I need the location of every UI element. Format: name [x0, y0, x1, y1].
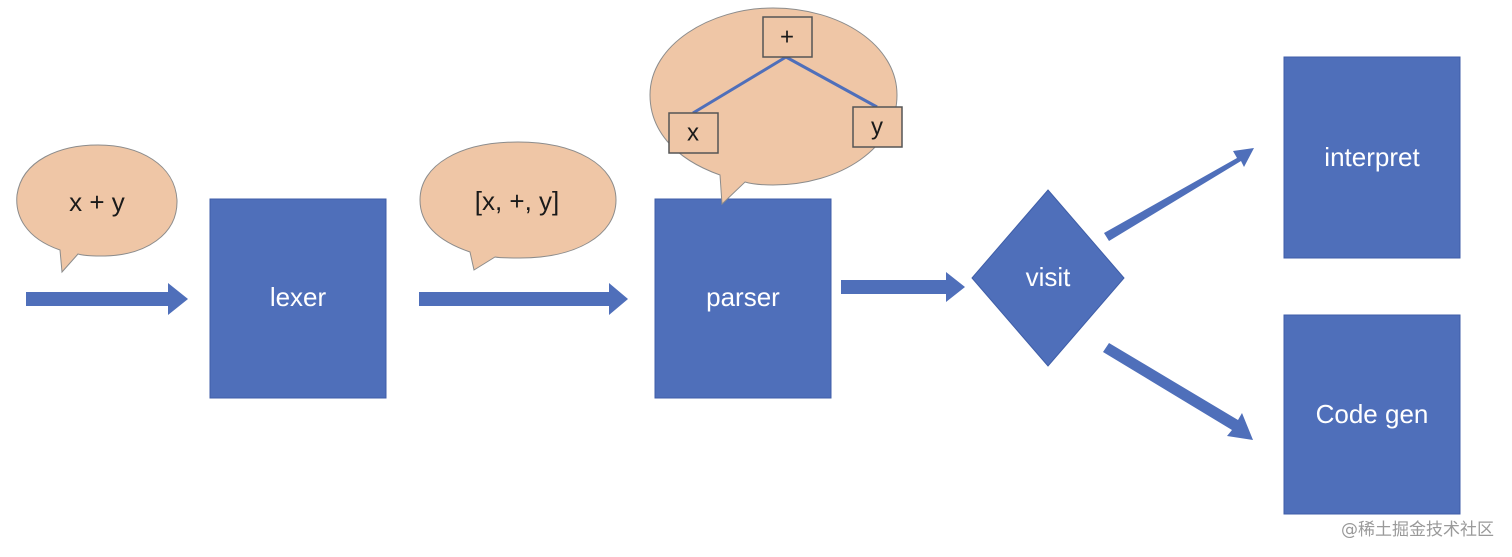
- arrow-visit-to-codegen: [1103, 343, 1253, 440]
- tokens-bubble: [x, +, y]: [419, 141, 617, 271]
- codegen-label: Code gen: [1316, 399, 1429, 429]
- lexer-label: lexer: [270, 282, 327, 312]
- arrow-lexer-to-parser: [419, 283, 628, 315]
- parser-box: [654, 198, 832, 399]
- source-bubble: x + y: [16, 144, 178, 274]
- arrow-input-to-lexer: [26, 283, 188, 315]
- ast-left-label: x: [687, 119, 699, 146]
- codegen-stage: Code gen: [1283, 314, 1461, 515]
- ast-root-node: [762, 16, 813, 58]
- visit-label: visit: [1026, 262, 1072, 292]
- ast-bubble: + x y: [649, 7, 903, 206]
- ast-right-node: [852, 106, 903, 148]
- ast-edge-right: [785, 55, 878, 109]
- ast-right-label: y: [871, 113, 883, 140]
- arrow-visit-to-interpret: [1104, 148, 1254, 241]
- parser-label: parser: [706, 282, 780, 312]
- visit-stage: visit: [971, 189, 1125, 367]
- arrow-parser-to-visit: [841, 272, 965, 302]
- tokens-list: [x, +, y]: [475, 186, 560, 216]
- lexer-box: [209, 198, 387, 399]
- interpret-stage: interpret: [1283, 56, 1461, 259]
- ast-root-label: +: [780, 23, 794, 50]
- interpret-box: [1283, 56, 1461, 259]
- ast-bubble-shape: [649, 7, 898, 206]
- visit-diamond: [971, 189, 1125, 367]
- ast-edge-left: [692, 55, 787, 115]
- codegen-box: [1283, 314, 1461, 515]
- source-expression: x + y: [69, 187, 125, 217]
- watermark-text: @稀土掘金技术社区: [1341, 520, 1494, 540]
- parser-stage: parser: [654, 198, 832, 399]
- source-bubble-shape: [16, 144, 178, 274]
- ast-left-node: [668, 112, 719, 154]
- lexer-stage: lexer: [209, 198, 387, 399]
- interpret-label: interpret: [1324, 142, 1420, 172]
- tokens-bubble-shape: [419, 141, 617, 271]
